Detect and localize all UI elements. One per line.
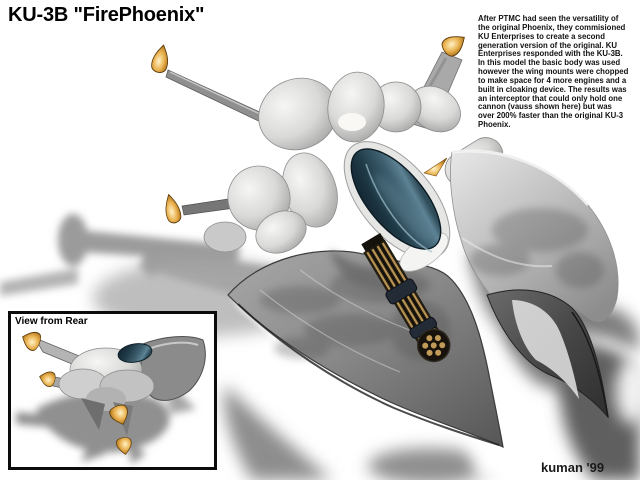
- gold-tip-icon: [161, 192, 183, 225]
- description-line: generation version of the original. KU: [478, 40, 618, 50]
- description-line: Enterprises responded with the KU-3B.: [478, 49, 623, 59]
- description-line: KU Enterprises to create a second: [478, 31, 605, 41]
- gold-tip-icon: [149, 43, 172, 75]
- description-line: Phoenix.: [478, 120, 511, 130]
- description-line: to make space for 4 more engines and a: [478, 75, 627, 85]
- rear-ship: [18, 327, 206, 456]
- cannon-muzzle-dots: [422, 335, 446, 356]
- description-block: After PTMC had seen the versatility of t…: [478, 14, 629, 130]
- description-line: over 200% faster than the original KU-3: [478, 111, 624, 121]
- rear-view-label: View from Rear: [15, 316, 88, 327]
- ventral-fin: [486, 289, 609, 419]
- description-line: cannon (vauss shown here) but was: [478, 102, 612, 112]
- description-line: however the wing mounts were chopped: [478, 67, 629, 77]
- cockpit-canopy: [343, 141, 451, 272]
- description-line: an interceptor that could only hold one: [478, 93, 623, 103]
- description-line: the original Phoenix, they commisioned: [478, 22, 626, 32]
- description-line: After PTMC had seen the versatility of: [478, 14, 619, 23]
- right-wing: [450, 149, 619, 322]
- gold-tip-icon: [18, 327, 44, 353]
- rear-view-inset: View from Rear: [8, 311, 217, 470]
- main-hull-prow: [227, 250, 504, 449]
- spaceship: [149, 29, 619, 449]
- artist-signature: kuman '99: [541, 460, 605, 475]
- engine-pods: [203, 152, 338, 254]
- rear-canopy: [117, 343, 153, 363]
- rear-view-render: [16, 327, 206, 464]
- hidden-spike-gold-tip: [423, 157, 448, 177]
- description-line: In this model the basic body was used: [478, 58, 621, 68]
- vauss-cannon: [361, 232, 451, 363]
- artwork-title: KU-3B "FirePhoenix": [8, 4, 205, 26]
- description-line: built in cloaking device. The results wa…: [478, 84, 627, 94]
